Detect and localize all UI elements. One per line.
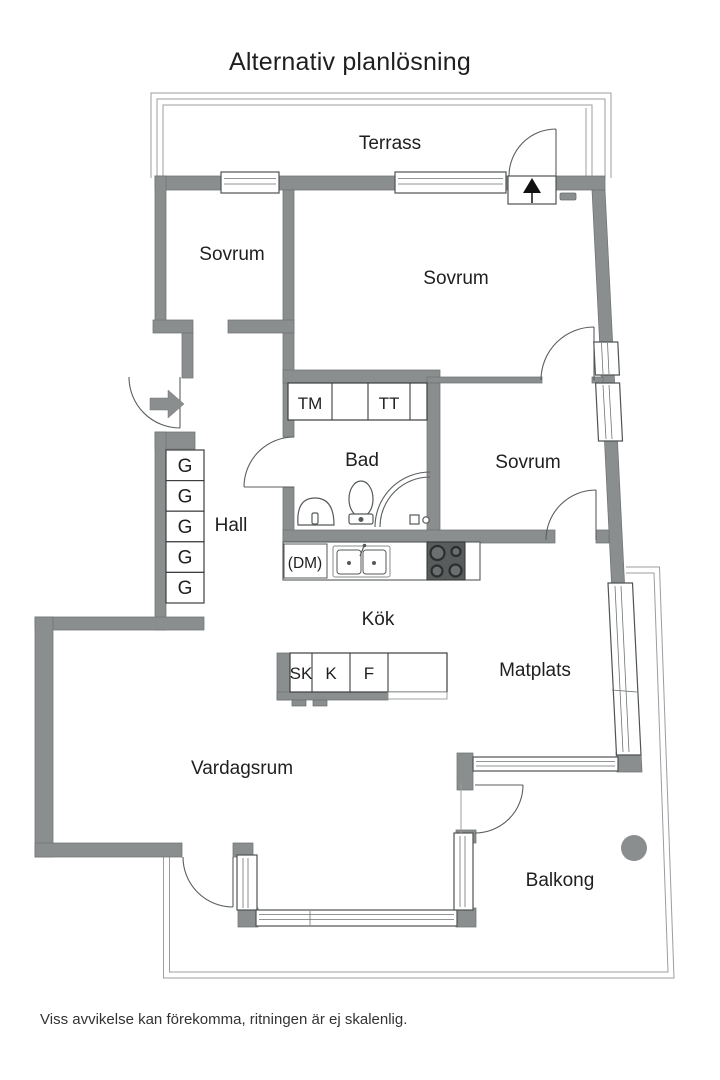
doors (128, 326, 597, 908)
wall-left-upper (154, 175, 167, 323)
shower-door-icon (374, 471, 431, 528)
fridge-label: K (325, 664, 337, 683)
wall-living-bottom (34, 842, 183, 858)
balcony-outline (163, 566, 675, 979)
kitchen-island: SK K F (276, 652, 448, 707)
sink-faucet-icon (311, 512, 319, 525)
dishwasher-label: (DM) (288, 555, 322, 572)
entrance-arrow-icon (523, 178, 541, 193)
stove-icon (426, 541, 466, 581)
wall-bedroom2-bottom (426, 376, 543, 384)
kitchen-counter (282, 541, 481, 581)
shower-fitting (409, 514, 420, 525)
bay-corner-br (455, 907, 477, 928)
window (394, 171, 507, 194)
wall-bath-right (426, 382, 441, 531)
laundry-cabinets (287, 382, 428, 421)
door-swing (243, 436, 295, 488)
kitchen-sink-icon (332, 543, 391, 578)
balcony-pillar (621, 835, 647, 861)
wall-bedroom1-stub (227, 319, 295, 334)
disclaimer-text: Viss avvikelse kan förekomma, ritningen … (40, 1011, 407, 1028)
wall-right-mid (604, 440, 625, 584)
window (453, 832, 474, 911)
wall-left-mid (154, 431, 167, 631)
room-label-kitchen: Kök (362, 609, 395, 630)
wall-left-step (152, 319, 194, 334)
door-swing (508, 128, 557, 177)
toilet-icon (348, 480, 374, 518)
radiator (559, 192, 577, 201)
wall-hall (181, 332, 194, 379)
bay-corner-bl (237, 907, 259, 928)
room-label-bedroom2: Sovrum (423, 268, 488, 289)
closet-label: G (178, 548, 193, 569)
washing-machine-label: TM (298, 394, 323, 413)
dishwasher-box (283, 543, 328, 579)
bathroom-fixtures (297, 471, 431, 528)
door-swing (474, 784, 524, 834)
entry-arrow-icon (149, 389, 185, 419)
terrace-outline (150, 92, 612, 178)
laundry-row: TM TT (287, 382, 428, 421)
dining-wall-post (456, 752, 474, 791)
windows (220, 171, 642, 927)
window (607, 582, 642, 756)
hall-closets: G G G G G (165, 449, 205, 604)
wall-right-upper (591, 189, 613, 343)
room-label-bedroom1: Sovrum (199, 244, 264, 265)
freezer-label: F (364, 664, 374, 683)
door-swing (545, 489, 597, 541)
door-swing (540, 326, 595, 381)
terrace-entrance (507, 128, 577, 205)
tall-cabinet-label: SK (290, 664, 313, 683)
window (220, 171, 280, 194)
window (236, 854, 258, 911)
wall-bath-top (282, 369, 441, 384)
closet-label: G (178, 456, 193, 477)
tumble-dryer-label: TT (379, 394, 400, 413)
closet-label: G (178, 487, 193, 508)
page-title: Alternativ planlösning (229, 48, 471, 76)
room-label-bedroom3: Sovrum (495, 452, 560, 473)
room-label-balcony: Balkong (526, 870, 595, 891)
door-swing (182, 856, 234, 908)
floor-drain-icon (422, 516, 430, 524)
wall-living-top (34, 616, 205, 631)
room-label-bathroom: Bad (345, 450, 379, 471)
wall-bedroom3-stub (595, 529, 610, 544)
room-label-living: Vardagsrum (191, 758, 293, 779)
room-label-hall: Hall (215, 515, 248, 536)
cabinet-dividers (331, 383, 411, 420)
walls (34, 175, 643, 928)
closet-label: G (178, 517, 193, 538)
closet-label: G (178, 578, 193, 599)
window (594, 382, 624, 442)
wall-kitchen (282, 529, 556, 544)
window (593, 341, 621, 376)
room-label-dining: Matplats (499, 660, 571, 681)
window (255, 909, 458, 927)
sink-icon (297, 497, 335, 526)
toilet-button (358, 517, 364, 522)
wall-left-lower (34, 616, 54, 858)
room-label-terrace: Terrass (359, 133, 421, 154)
window (472, 756, 619, 772)
